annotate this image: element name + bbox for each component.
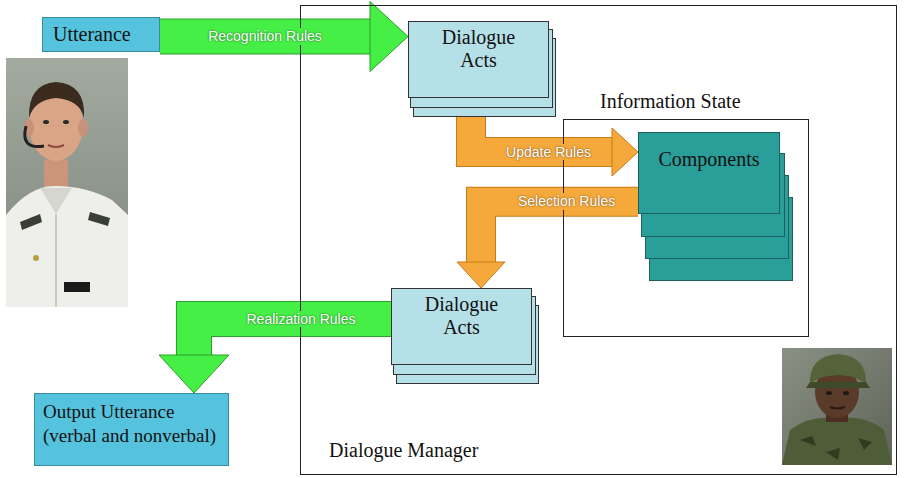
node-text: Dialogue Manager bbox=[329, 439, 478, 462]
manager-frame: Dialogue ManagerDialogue ActsInformation… bbox=[300, 5, 897, 475]
node-text: Utterance bbox=[53, 22, 149, 46]
input-box: Utterance bbox=[42, 17, 160, 52]
photo-part bbox=[33, 255, 39, 261]
photo-part bbox=[63, 120, 69, 124]
node-text: Components bbox=[645, 147, 773, 171]
block-arrow bbox=[159, 319, 391, 393]
photo-part bbox=[44, 160, 68, 190]
photo-part bbox=[806, 382, 870, 388]
photo-part bbox=[48, 145, 64, 147]
photo-part bbox=[782, 348, 892, 465]
arrow-head bbox=[612, 128, 638, 176]
photo-part bbox=[78, 119, 88, 137]
photo-part bbox=[782, 418, 892, 466]
rule-label: Realization Rules bbox=[244, 311, 359, 328]
arrow-outline bbox=[160, 19, 370, 55]
photo-part bbox=[843, 391, 849, 395]
node-text: Output Utterance (verbal and nonverbal) bbox=[43, 400, 220, 448]
node-text: Dialogue Acts bbox=[420, 293, 503, 339]
soldier-photo-right bbox=[782, 348, 892, 465]
arrow-body bbox=[481, 202, 638, 262]
soldier-photo-left bbox=[6, 58, 128, 307]
photo-part bbox=[800, 436, 872, 460]
photo-part bbox=[40, 188, 72, 214]
act-stack: Dialogue Acts bbox=[408, 21, 549, 98]
photo-part bbox=[29, 82, 84, 118]
photo-part bbox=[830, 407, 845, 409]
photo-part bbox=[810, 354, 866, 386]
photo-part bbox=[43, 120, 49, 124]
photo-part bbox=[64, 282, 90, 292]
arrow-body bbox=[160, 20, 370, 54]
component-stack: Components bbox=[638, 132, 780, 214]
photo-part bbox=[55, 214, 57, 307]
photo-part bbox=[826, 391, 832, 395]
rule-label: Update Rules bbox=[503, 144, 594, 161]
photo-part bbox=[20, 214, 42, 230]
output-box: Output Utterance (verbal and nonverbal) bbox=[34, 393, 229, 466]
state-frame: Information StateComponents bbox=[563, 119, 809, 337]
arrow-outline bbox=[481, 202, 638, 262]
photo-part bbox=[88, 212, 110, 226]
rule-label: Recognition Rules bbox=[205, 28, 325, 45]
node-text: Dialogue Acts bbox=[437, 26, 520, 72]
block-arrow bbox=[160, 2, 408, 72]
block-arrow bbox=[457, 202, 638, 288]
photo-part bbox=[6, 186, 128, 307]
photo-part bbox=[25, 126, 44, 147]
node-text: Information State bbox=[600, 90, 741, 113]
rule-label: Selection Rules bbox=[515, 193, 618, 210]
arrow-head bbox=[370, 2, 408, 72]
photo-part bbox=[6, 58, 128, 307]
act-stack: Dialogue Acts bbox=[391, 288, 532, 365]
arrow-head bbox=[457, 262, 505, 288]
arrow-head bbox=[159, 355, 229, 393]
